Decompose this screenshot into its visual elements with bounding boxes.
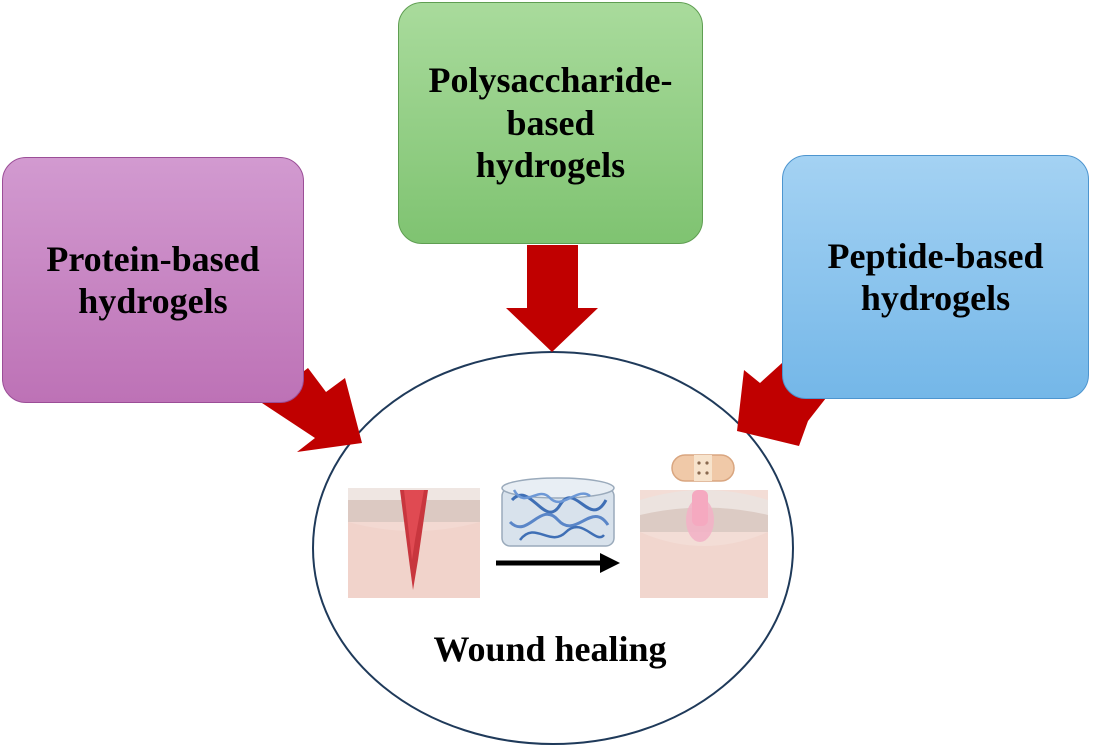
polysaccharide-hydrogels-label: Polysaccharide- based hydrogels <box>428 60 673 186</box>
healed-tissue-illustration <box>640 490 768 598</box>
wound-healing-circle <box>312 351 794 745</box>
wound-tissue-illustration <box>348 488 480 598</box>
peptide-hydrogels-label: Peptide-based hydrogels <box>827 235 1044 318</box>
polysaccharide-hydrogels-box: Polysaccharide- based hydrogels <box>398 2 703 244</box>
arrow-polysaccharide <box>506 245 598 352</box>
wound-healing-label: Wound healing <box>433 629 667 669</box>
peptide-hydrogels-box: Peptide-based hydrogels <box>782 155 1089 399</box>
process-arrow <box>496 553 620 573</box>
protein-hydrogels-label: Protein-based hydrogels <box>46 238 260 321</box>
bandage-icon <box>671 454 735 482</box>
hydrogel-illustration <box>501 477 615 547</box>
protein-hydrogels-box: Protein-based hydrogels <box>2 157 304 403</box>
